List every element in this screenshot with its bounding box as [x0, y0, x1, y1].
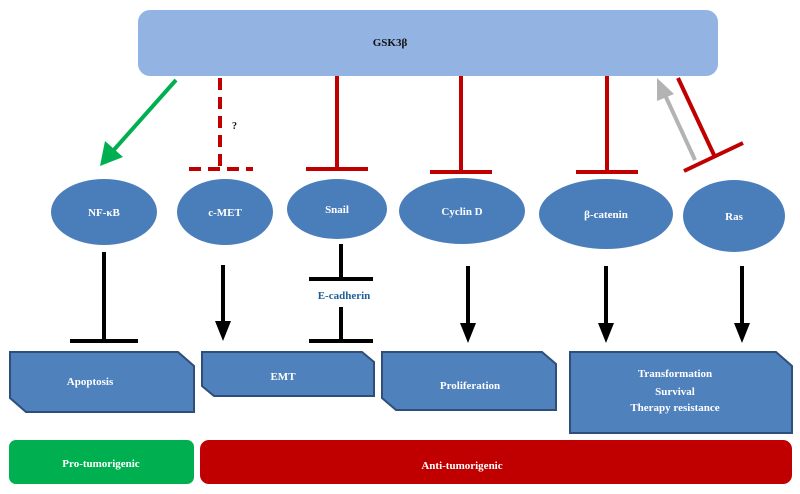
category-bar-pro-tumorigenic	[9, 440, 194, 484]
node-cyclind-label: Cyclin D	[441, 206, 482, 218]
activation-arrowhead-nfkb	[100, 141, 123, 166]
node-snail-label: Snail	[325, 204, 349, 216]
outcome-therapy-resistance-label: Therapy resistance	[630, 402, 719, 414]
outcome-transformation-label: Transformation	[638, 368, 712, 380]
node-ras	[683, 180, 785, 252]
activation-arrowhead-cmet-emt	[215, 321, 231, 341]
node-bcatenin	[539, 179, 673, 249]
outcome-emt-label: EMT	[270, 371, 296, 383]
activation-arrowhead-ras-to-gsk3b	[657, 78, 674, 101]
node-nfkb	[51, 179, 157, 245]
gsk3b-label: GSK3β	[373, 37, 408, 49]
outcome-apoptosis-label: Apoptosis	[67, 376, 114, 388]
activation-arrowhead-cyclind-proliferation	[460, 323, 476, 343]
node-cmet-label: c-MET	[208, 207, 242, 219]
category-anti-tumorigenic-label: Anti-tumorigenic	[421, 460, 502, 472]
outcome-box-proliferation	[381, 351, 557, 411]
gsk3b-bar	[138, 10, 718, 76]
node-nfkb-label: NF-κB	[88, 207, 120, 219]
outcome-box-emt	[201, 351, 375, 397]
activation-arrowhead-ras-transformation	[734, 323, 750, 343]
node-cyclind	[399, 178, 525, 244]
outcome-proliferation-label: Proliferation	[440, 380, 500, 392]
node-cmet	[177, 179, 273, 245]
inhibition-ras	[676, 77, 716, 156]
node-snail	[287, 179, 387, 239]
node-ras-label: Ras	[725, 211, 743, 223]
inhibition-bar-ras	[683, 141, 744, 173]
category-bar-anti-tumorigenic	[200, 440, 792, 484]
ecadherin-label: E-cadherin	[318, 290, 371, 302]
outcome-survival-label: Survival	[655, 386, 695, 398]
outcome-box-apoptosis	[9, 351, 195, 413]
outcome-box-transformation	[569, 351, 793, 434]
activation-arrowhead-bcatenin-transformation	[598, 323, 614, 343]
activation-arrow-nfkb	[110, 78, 178, 154]
uncertain-link-label: ?	[232, 121, 237, 132]
node-bcatenin-label: β-catenin	[584, 209, 628, 221]
activation-arrow-ras-to-gsk3b	[663, 94, 697, 161]
category-pro-tumorigenic-label: Pro-tumorigenic	[62, 458, 140, 470]
